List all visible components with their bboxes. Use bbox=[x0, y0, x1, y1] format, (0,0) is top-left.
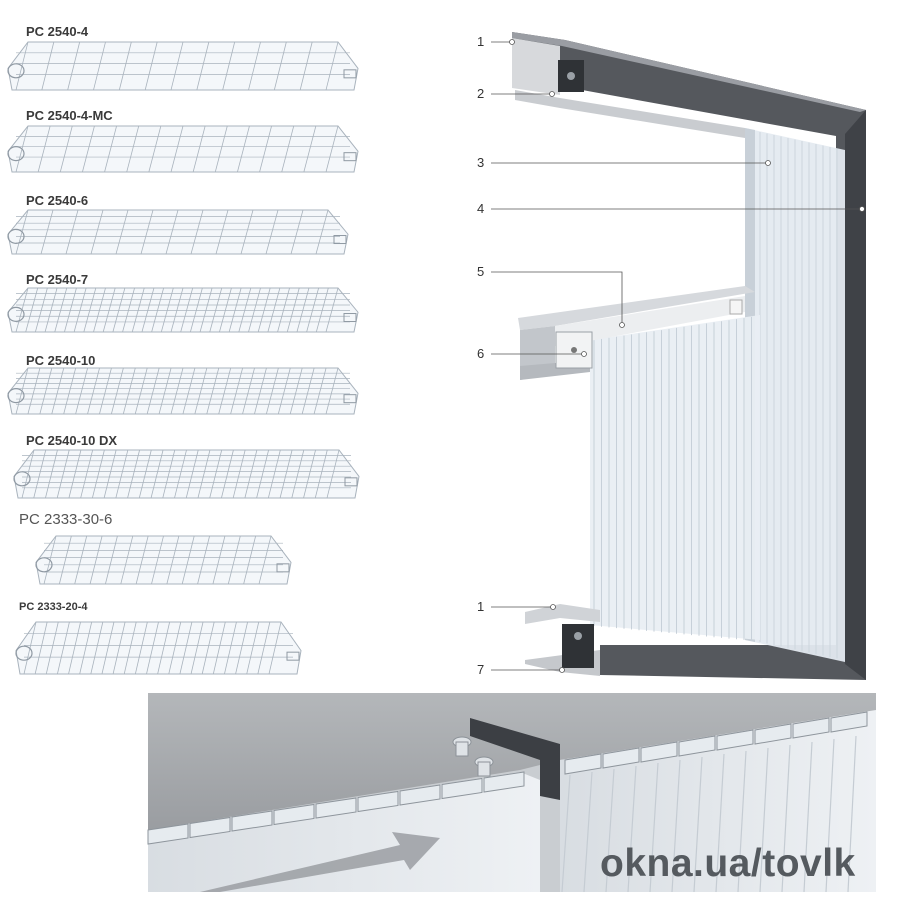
panel-profile bbox=[7, 287, 359, 333]
callout-number: 1 bbox=[477, 599, 485, 614]
top-profile bbox=[512, 38, 560, 95]
panel-label: PC 2540-7 bbox=[26, 272, 89, 287]
callout-number: 3 bbox=[477, 155, 485, 170]
upper-panel-ribs bbox=[759, 132, 838, 659]
frame-right-side bbox=[845, 110, 866, 680]
panel-profile bbox=[7, 125, 359, 173]
callout-dots bbox=[509, 39, 865, 673]
panel-sheet-lower bbox=[590, 315, 760, 640]
callout-number: 7 bbox=[477, 662, 485, 677]
panel-label: PC 2540-6 bbox=[26, 193, 89, 208]
lower-panel-ribs bbox=[593, 316, 752, 641]
callout-number: 4 bbox=[477, 201, 485, 216]
callout-number: 6 bbox=[477, 346, 485, 361]
panel-profile bbox=[7, 209, 349, 255]
panel-label: PC 2540-4-MC bbox=[26, 108, 113, 123]
callout-number: 1 bbox=[477, 34, 485, 49]
roof-surface bbox=[148, 693, 876, 830]
bottom-profile-channel bbox=[562, 624, 594, 668]
panel-sheet-left bbox=[148, 772, 540, 892]
top-profile-lip bbox=[515, 90, 745, 138]
panel-profile bbox=[7, 367, 359, 415]
panel-profile bbox=[13, 449, 360, 499]
bottom-profile-upper-lip bbox=[525, 604, 600, 624]
watermark-text: okna.ua/tovlk bbox=[600, 842, 856, 885]
callout-number: 2 bbox=[477, 86, 485, 101]
panel-label: PC 2333-20-4 bbox=[19, 601, 88, 613]
connector-profile-top bbox=[518, 286, 755, 330]
callout-number: 5 bbox=[477, 264, 485, 279]
panel-label: PC 2333-30-6 bbox=[19, 511, 113, 528]
panel-label: PC 2540-10 bbox=[26, 353, 96, 368]
panel-profile bbox=[7, 41, 359, 91]
connector-clip bbox=[729, 299, 743, 315]
panel-profile bbox=[35, 535, 292, 585]
frame-top-edge bbox=[512, 32, 866, 112]
bracket-screw bbox=[571, 347, 577, 353]
panel-cells bbox=[147, 711, 868, 893]
connector-bracket bbox=[470, 718, 560, 800]
panel-label: PC 2540-10 DX bbox=[26, 433, 118, 448]
screws bbox=[452, 736, 494, 777]
arrow-icon bbox=[200, 832, 440, 892]
callout-leaders bbox=[491, 41, 862, 671]
panel-label: PC 2540-4 bbox=[26, 24, 89, 39]
connector-profile-body bbox=[555, 296, 745, 346]
bottom-screw bbox=[574, 632, 582, 640]
panel-profile bbox=[15, 621, 302, 675]
top-screw bbox=[567, 72, 575, 80]
